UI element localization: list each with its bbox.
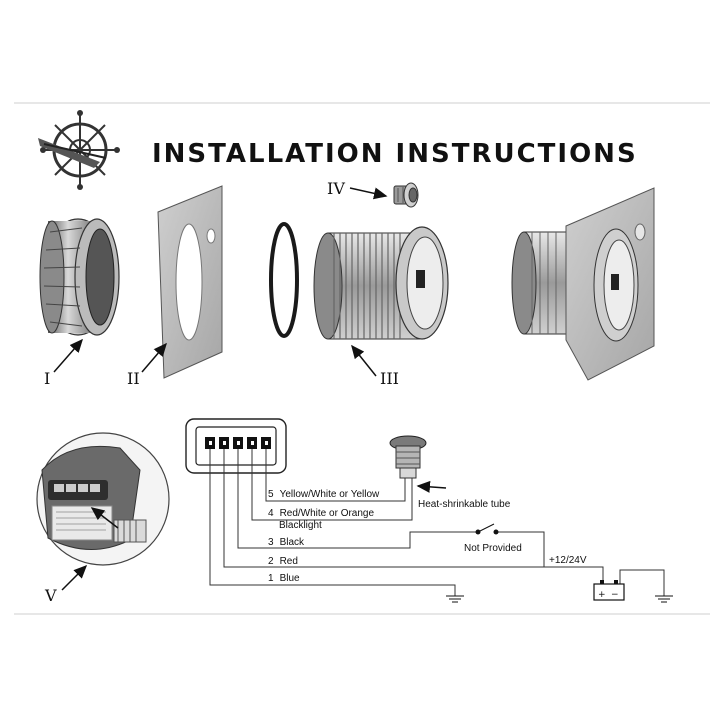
gauge-body (313, 226, 449, 340)
arrow-part-4 (349, 187, 388, 200)
voltage-label: +12/24V (549, 555, 587, 566)
o-ring (269, 222, 299, 338)
wiring-push-button (389, 435, 427, 479)
heat-shrink-label: Heat-shrinkable tube (418, 499, 511, 510)
page-title: INSTALLATION INSTRUCTIONS (152, 139, 638, 169)
ship-wheel-logo (38, 110, 120, 190)
push-button-switch (393, 182, 419, 208)
wiring-connector (185, 418, 287, 474)
part-2-label: II (127, 369, 140, 388)
ground-icon-right (655, 595, 673, 603)
arrow-connector (90, 507, 119, 529)
connector-detail (36, 432, 170, 566)
arrow-part-5 (61, 564, 88, 591)
mounting-plate (157, 185, 223, 379)
svg-text:−: − (611, 590, 619, 600)
arrow-heat-shrink (416, 480, 447, 493)
assembled-gauge (511, 187, 655, 381)
arrow-part-3 (351, 344, 377, 377)
part-4-label: IV (327, 179, 345, 198)
retaining-nut (39, 218, 120, 336)
part-1-label: I (44, 369, 50, 388)
wire-lines (209, 449, 665, 596)
wire-4-sublabel: Blacklight (279, 520, 322, 531)
battery-icon: + − (593, 580, 625, 601)
part-3-label: III (380, 369, 399, 388)
switch-lever (477, 523, 495, 533)
part-5-label: V (44, 586, 57, 605)
switch-contact-right (493, 529, 499, 535)
ground-icon-left (446, 595, 464, 603)
not-provided-label: Not Provided (464, 543, 522, 554)
svg-text:+: + (598, 590, 606, 600)
arrow-part-1 (53, 338, 83, 373)
arrow-part-2 (141, 342, 167, 373)
